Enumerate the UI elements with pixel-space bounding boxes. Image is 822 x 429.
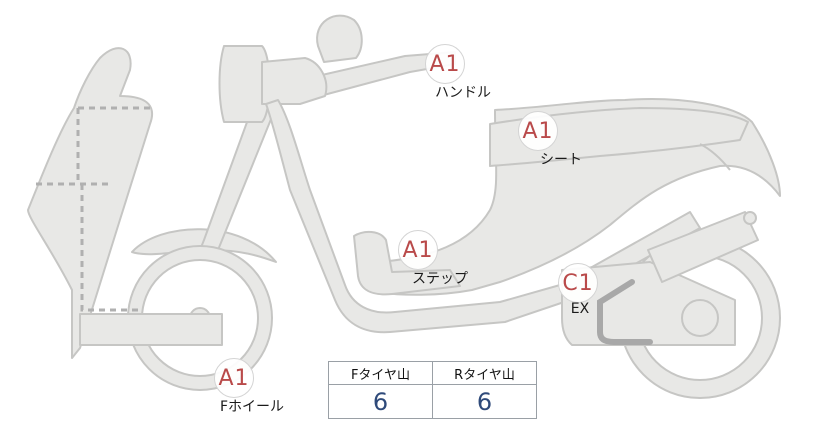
seat-grade: A1 [518,111,558,151]
front-wheel-grade: A1 [214,358,255,398]
head-cowl [261,57,328,105]
panel-seams [36,106,150,312]
tire-tread-table: Fタイヤ山 Rタイヤ山 6 6 [328,361,537,419]
exhaust-pipe [597,279,653,345]
leg-shield [27,47,154,359]
mirror [316,14,363,63]
floor-step [353,230,461,296]
rear-shock [647,211,759,283]
rear-tire-header: Rタイヤ山 [432,361,537,385]
seat-label: シート [540,152,582,168]
step-grade: A1 [398,230,438,270]
tire-header-row: Fタイヤ山 Rタイヤ山 [328,361,537,385]
seat-tag[interactable]: A1 シート [494,111,582,169]
front-wheel-tag[interactable]: A1 Fホイール [184,358,284,416]
exhaust-label: EX [570,301,590,317]
exhaust-tag[interactable]: C1 EX [558,263,598,317]
floor-panel [79,313,223,346]
step-tag[interactable]: A1 ステップ [368,230,468,288]
tire-value-row: 6 6 [328,384,537,419]
step-label: ステップ [412,271,468,287]
front-tire-value: 6 [328,384,433,419]
rear-tire-value: 6 [432,384,537,419]
handle-grade: A1 [425,44,465,84]
exhaust-grade: C1 [558,263,598,303]
front-wheel-label: Fホイール [220,399,285,415]
handle-tag[interactable]: A1 ハンドル [399,44,491,102]
handle-label: ハンドル [435,85,491,101]
front-tire-header: Fタイヤ山 [328,361,433,385]
headlight [218,45,271,123]
